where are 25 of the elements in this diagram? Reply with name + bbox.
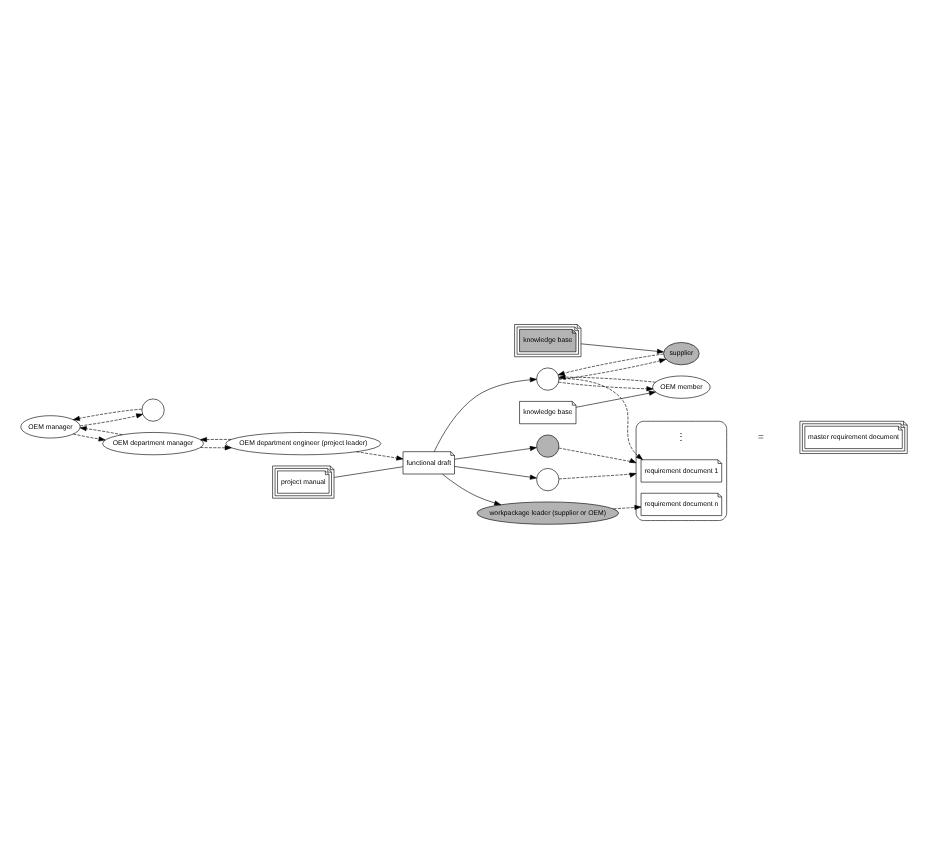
arrow <box>78 425 122 435</box>
arrow <box>557 380 653 391</box>
arrow <box>72 407 142 420</box>
arrow <box>199 444 231 450</box>
node-circle <box>140 397 164 421</box>
node-circle <box>535 366 559 390</box>
arrow <box>441 472 501 505</box>
arrow <box>557 446 636 463</box>
arrow <box>557 357 666 379</box>
arrow <box>612 503 641 509</box>
arrow <box>579 342 663 353</box>
arrow <box>453 465 536 479</box>
arrow <box>557 471 636 479</box>
arrow <box>556 352 663 375</box>
arrow <box>432 376 536 451</box>
node-circle <box>535 433 559 457</box>
arrow <box>557 377 642 459</box>
arrow <box>72 432 105 441</box>
arrow <box>557 373 655 382</box>
arrow <box>199 436 231 442</box>
arrow <box>78 412 142 426</box>
arrow <box>453 445 536 459</box>
arrow <box>355 450 403 460</box>
node-circle <box>535 467 559 491</box>
arrow <box>574 389 655 407</box>
